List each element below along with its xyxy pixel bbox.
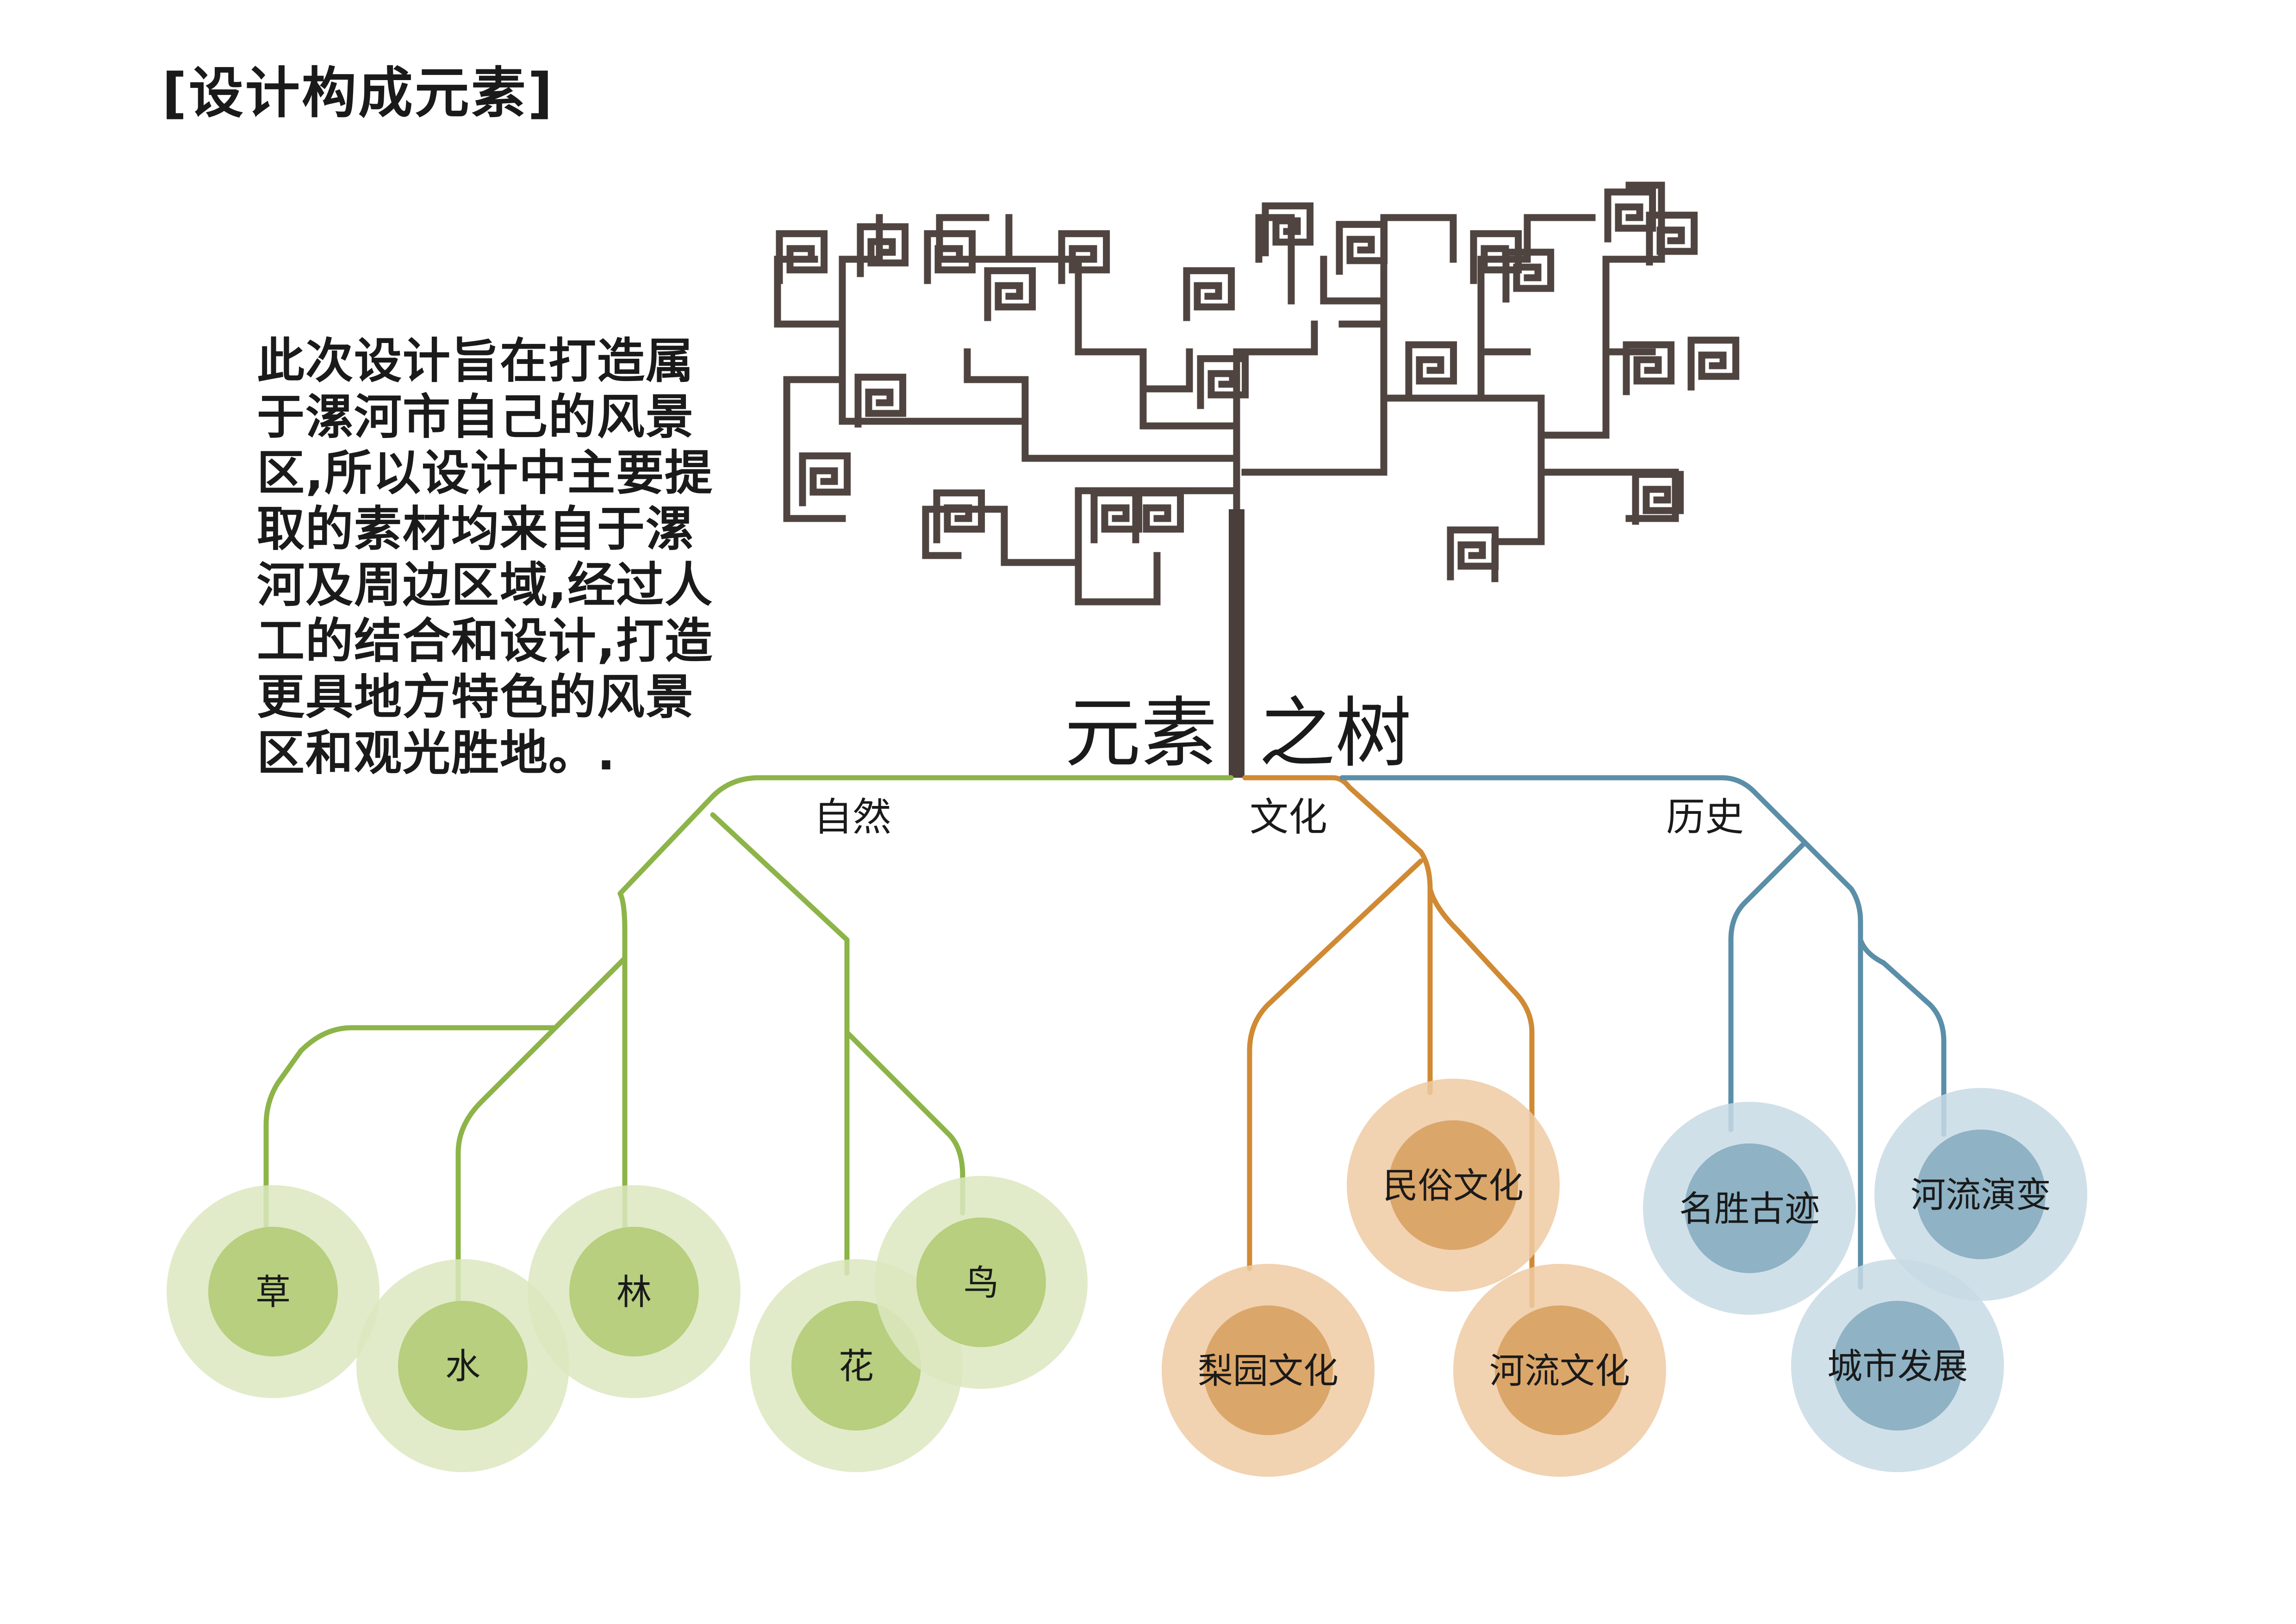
crown-curl xyxy=(1183,267,1235,321)
node-inner-circle xyxy=(1833,1301,1962,1430)
crown-curl xyxy=(1405,341,1457,395)
element-node: 民俗文化 xyxy=(1347,1079,1560,1292)
element-node: 河流文化 xyxy=(1453,1264,1666,1477)
node-inner-circle xyxy=(1685,1143,1814,1273)
node-label: 民俗文化 xyxy=(1383,1165,1524,1206)
crown-curl xyxy=(1623,341,1675,395)
crown-curl xyxy=(1646,212,1698,266)
node-label: 名胜古迹 xyxy=(1679,1188,1820,1229)
branch-line xyxy=(617,775,1234,1230)
node-inner-circle xyxy=(916,1218,1046,1347)
tree-crown-icon xyxy=(774,181,1740,606)
crown-curl xyxy=(1197,355,1249,409)
element-node: 水 xyxy=(356,1259,569,1472)
crown-branch xyxy=(1380,348,1531,402)
crown-branch xyxy=(1602,181,1665,356)
category-label-history: 历史 xyxy=(1666,794,1744,840)
tree-title-part1: 元素 xyxy=(1064,689,1217,778)
crown-branch xyxy=(1380,214,1457,305)
branch-line xyxy=(263,956,628,1243)
branch-line xyxy=(1247,858,1424,1271)
element-node: 鸟 xyxy=(875,1176,1088,1389)
crown-branch xyxy=(1139,348,1193,393)
branch-lines xyxy=(263,775,1947,1308)
branch-line xyxy=(710,812,850,1276)
node-inner-circle xyxy=(208,1227,338,1356)
crown-curl xyxy=(1090,489,1143,543)
crown-branch xyxy=(1075,348,1240,462)
crown-curl xyxy=(924,230,976,284)
node-label: 林 xyxy=(616,1271,652,1312)
crown-curl xyxy=(857,223,909,277)
node-inner-circle xyxy=(1203,1305,1333,1435)
node-label: 鸟 xyxy=(964,1262,999,1303)
element-node: 草 xyxy=(167,1185,380,1398)
crown-curl xyxy=(984,267,1036,321)
crown-branch xyxy=(783,376,1029,425)
branch-line xyxy=(1242,775,1433,1095)
crown-curl xyxy=(854,374,907,428)
category-label-culture: 文化 xyxy=(1250,794,1328,840)
branch-line xyxy=(1427,886,1535,1308)
intro-line: 此次设计旨在打造属 xyxy=(257,333,694,389)
node-inner-circle xyxy=(569,1227,699,1356)
node-label: 城市发展 xyxy=(1827,1345,1968,1387)
crown-branch xyxy=(1320,256,1388,365)
crown-curl xyxy=(1132,489,1184,543)
crown-curl xyxy=(1262,202,1314,256)
node-inner-circle xyxy=(1916,1130,2046,1259)
element-node: 梨园文化 xyxy=(1162,1264,1375,1477)
node-label: 梨园文化 xyxy=(1198,1350,1338,1391)
intro-line: 更具地方特色的风景 xyxy=(257,669,694,725)
branch-line xyxy=(844,1030,965,1216)
crown-branch xyxy=(1491,468,1545,582)
element-node: 城市发展 xyxy=(1791,1259,2004,1472)
node-label: 花 xyxy=(839,1345,874,1387)
element-node: 林 xyxy=(528,1185,740,1398)
intro-line: 工的结合和设计,打造 xyxy=(257,613,714,669)
node-label: 草 xyxy=(255,1271,291,1312)
crown-curl xyxy=(1604,188,1656,243)
intro-line: 于漯河市自己的风景 xyxy=(257,389,694,445)
crown-branch xyxy=(783,376,846,522)
page-heading: [设计构成元素] xyxy=(162,61,554,125)
crown-curl xyxy=(1632,471,1684,525)
branch-line xyxy=(455,956,628,1308)
crown-curl xyxy=(776,230,828,284)
intro-line: 取的素材均来自于漯 xyxy=(257,501,694,557)
node-inner-circle xyxy=(398,1301,528,1430)
intro-line: 区和观光胜地。. xyxy=(257,725,616,781)
element-node: 名胜古迹 xyxy=(1643,1102,1856,1315)
branch-line xyxy=(1728,840,1808,1132)
intro-line: 河及周边区域,经过人 xyxy=(257,557,714,613)
crown-branch xyxy=(774,256,846,383)
element-node: 河流演变 xyxy=(1874,1088,2087,1301)
crown-curl xyxy=(1447,526,1499,581)
node-label: 河流文化 xyxy=(1489,1350,1630,1391)
crown-curl xyxy=(933,489,985,543)
crown-branch xyxy=(1075,552,1161,606)
intro-line: 区,所以设计中主要提 xyxy=(257,445,714,501)
crown-curl xyxy=(1336,221,1388,275)
tree-trunk xyxy=(1229,509,1244,778)
crown-branch xyxy=(1477,214,1596,356)
tree-title-part2: 之树 xyxy=(1259,689,1412,778)
intro-paragraph: 此次设计旨在打造属 于漯河市自己的风景 区,所以设计中主要提 取的素材均来自于漯… xyxy=(257,333,808,781)
category-label-nature: 自然 xyxy=(814,794,892,840)
crown-curl xyxy=(1058,230,1110,284)
crown-branch xyxy=(1005,214,1082,356)
branch-line xyxy=(1858,937,1947,1137)
crown-branch xyxy=(1233,320,1318,430)
crown-curl xyxy=(1687,337,1740,391)
node-label: 水 xyxy=(445,1345,480,1387)
node-inner-circle xyxy=(1495,1305,1624,1435)
crown-curl xyxy=(1502,249,1555,303)
node-label: 河流演变 xyxy=(1910,1174,2051,1215)
crown-curl xyxy=(799,452,851,506)
node-inner-circle xyxy=(1388,1120,1518,1250)
